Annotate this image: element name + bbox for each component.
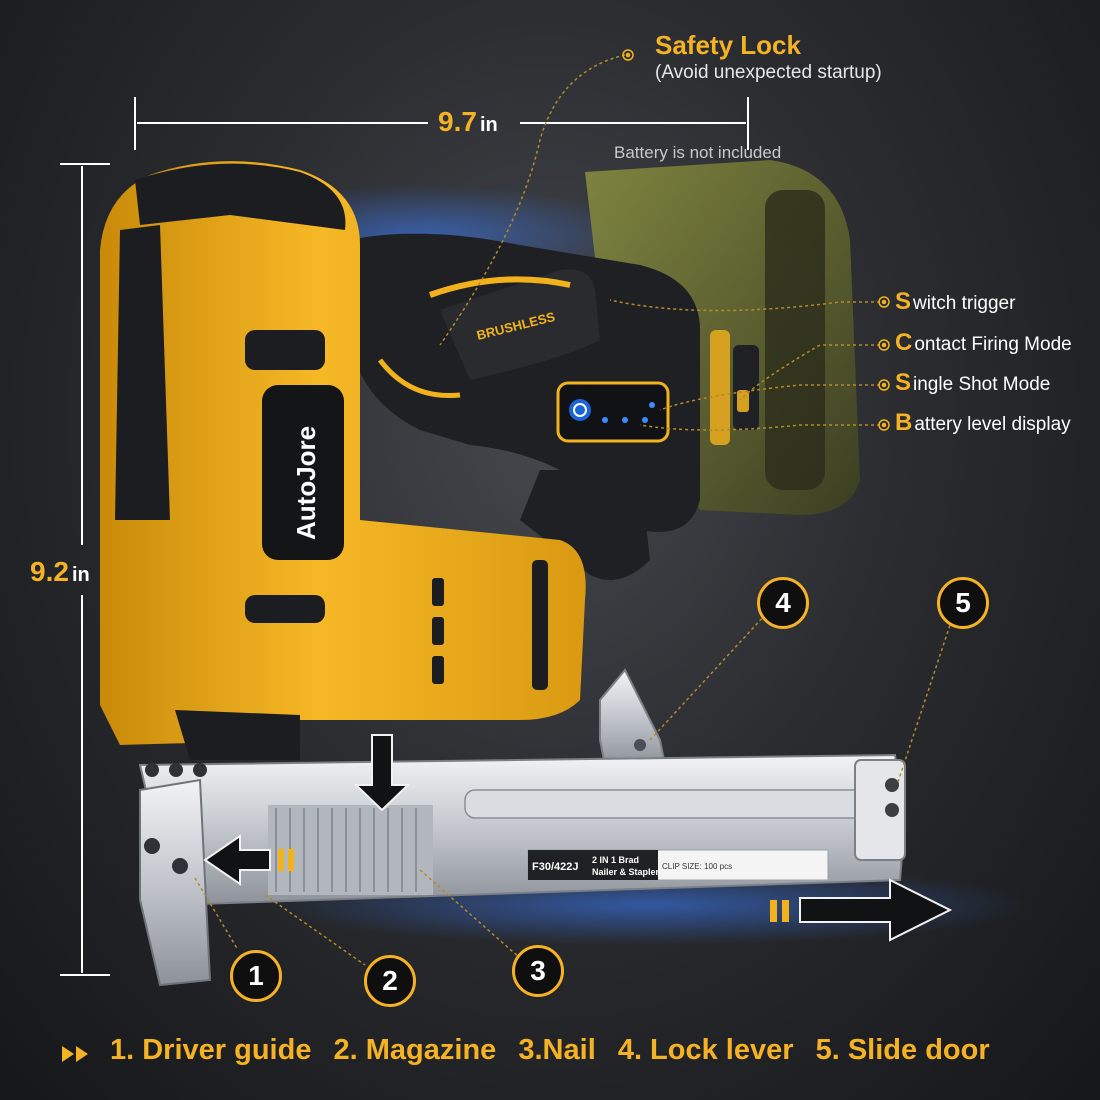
safety-lock-subtitle: (Avoid unexpected startup) bbox=[655, 62, 882, 83]
leader-dots bbox=[622, 49, 890, 431]
feature-text: attery level display bbox=[914, 414, 1071, 435]
part-number-1: 1 bbox=[230, 950, 282, 1002]
height-dimension-line bbox=[60, 163, 110, 976]
left-arrow bbox=[203, 834, 271, 886]
part-number-3: 3 bbox=[512, 945, 564, 997]
double-chevron-icon bbox=[62, 1046, 88, 1062]
driver-guide-shape bbox=[139, 763, 212, 987]
feature-text: ingle Shot Mode bbox=[913, 374, 1051, 395]
part-number-4: 4 bbox=[757, 577, 809, 629]
legend-item-slide-door: 5. Slide door bbox=[815, 1034, 990, 1066]
part-number-2: 2 bbox=[364, 955, 416, 1007]
handle: BRUSHLESS bbox=[350, 233, 700, 580]
width-unit: in bbox=[479, 114, 498, 136]
down-arrow bbox=[353, 734, 411, 812]
slide-right-arrow bbox=[799, 878, 953, 942]
feature-letter: B bbox=[895, 409, 913, 436]
part-number-5: 5 bbox=[937, 577, 989, 629]
height-value: 9.2 bbox=[30, 556, 69, 587]
legend-item-nail: 3.Nail bbox=[518, 1034, 596, 1066]
legend-item-driver-guide: 1. Driver guide bbox=[110, 1034, 312, 1066]
legend-item-magazine: 2. Magazine bbox=[333, 1034, 497, 1066]
legend-item-lock-lever: 4. Lock lever bbox=[617, 1034, 794, 1066]
clip-size-label: CLIP SIZE: 100 pcs bbox=[662, 862, 732, 871]
safety-lock-title: Safety Lock bbox=[655, 30, 801, 60]
left-arrow-stripes bbox=[278, 849, 294, 871]
lock-lever-shape bbox=[599, 668, 667, 766]
parts-legend: 1. Driver guide 2. Magazine 3.Nail 4. Lo… bbox=[110, 1034, 1004, 1067]
feature-letter: C bbox=[895, 329, 913, 356]
feature-text: ontact Firing Mode bbox=[914, 334, 1072, 355]
height-unit: in bbox=[71, 564, 90, 586]
desc-line2-label: Nailer & Stapler bbox=[592, 867, 660, 877]
feature-letter: S bbox=[895, 288, 912, 315]
battery-pack bbox=[585, 160, 860, 515]
feature-letter: S bbox=[895, 369, 912, 396]
width-value: 9.7 bbox=[438, 106, 477, 137]
model-label: F30/422J bbox=[532, 861, 578, 873]
slide-arrow-stripes bbox=[770, 900, 789, 922]
leader-lines bbox=[194, 54, 951, 966]
brand-logo: AutoJore bbox=[291, 426, 321, 540]
feature-text: witch trigger bbox=[913, 293, 1016, 314]
battery-note: Battery is not included bbox=[614, 143, 782, 162]
magazine-rail: F30/422J 2 IN 1 Brad Nailer & Stapler CL… bbox=[138, 753, 907, 907]
width-dimension-line bbox=[134, 97, 749, 150]
tool-body: AutoJore bbox=[100, 161, 586, 760]
desc-line1-label: 2 IN 1 Brad bbox=[592, 855, 639, 865]
